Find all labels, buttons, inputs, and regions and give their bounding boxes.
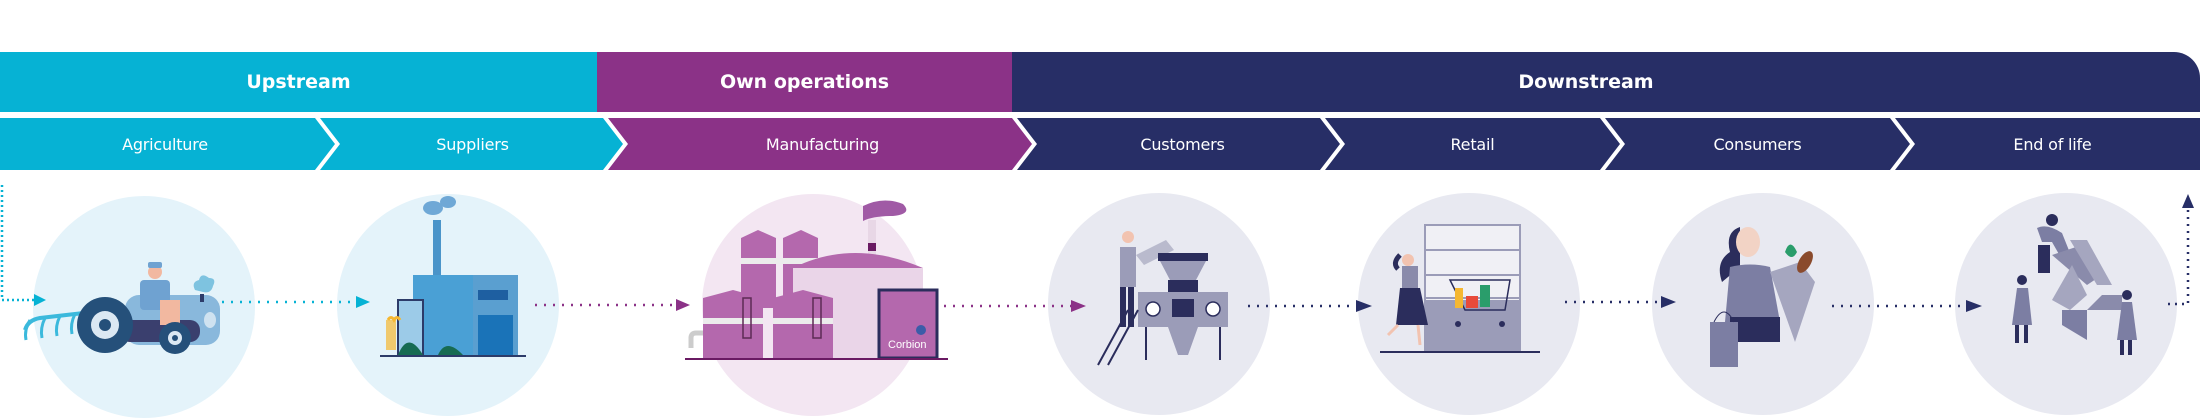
- group-own-operations-label: Own operations: [719, 71, 890, 93]
- arrow-customers-to-retail: [1248, 300, 1372, 312]
- group-downstream-label: Downstream: [1518, 71, 1654, 93]
- chevron-agriculture: [0, 118, 335, 170]
- chevron-end-of-life: [1895, 118, 2200, 170]
- manufacturing-plant-icon: Corbion: [685, 200, 948, 360]
- stage-chevron-bar: [0, 118, 2200, 170]
- corbion-brand-label: Corbion: [888, 339, 927, 351]
- stage-agriculture-label: Agriculture: [122, 134, 208, 154]
- stage-suppliers-label: Suppliers: [436, 134, 509, 154]
- stage-manufacturing-label: Manufacturing: [765, 134, 880, 154]
- loop-in-arrow: [0, 185, 46, 306]
- chevron-manufacturing: [608, 118, 1032, 170]
- chevron-customers: [1017, 118, 1340, 170]
- chevron-suppliers: [320, 118, 623, 170]
- chevron-retail: [1325, 118, 1620, 170]
- shopping-cart-icon: [1380, 224, 1540, 353]
- group-downstream: Downstream: [1012, 52, 2200, 112]
- loop-out-arrow: [2168, 194, 2194, 306]
- processing-machine-icon: [1097, 231, 1228, 366]
- arrow-suppliers-to-manufacturing: [535, 299, 690, 311]
- stage-end-of-life-label: End of life: [2013, 134, 2092, 154]
- arrow-retail-to-consumers: [1565, 296, 1676, 308]
- tractor-icon: [23, 262, 220, 354]
- stage-consumers-label: Consumers: [1713, 134, 1802, 154]
- arrow-consumers-to-end-of-life: [1832, 300, 1982, 312]
- arrow-agriculture-to-suppliers: [222, 296, 370, 308]
- stage-retail-label: Retail: [1450, 134, 1495, 154]
- group-upstream: Upstream: [0, 52, 597, 112]
- shopper-icon: [1710, 227, 1815, 367]
- group-upstream-label: Upstream: [246, 71, 351, 93]
- supplier-factory-icon: [380, 196, 526, 357]
- stage-customers-label: Customers: [1140, 134, 1225, 154]
- group-own-operations: Own operations: [597, 52, 1012, 112]
- chevron-consumers: [1605, 118, 1910, 170]
- recycling-icon: [2012, 214, 2137, 355]
- arrow-manufacturing-to-customers: [935, 300, 1086, 312]
